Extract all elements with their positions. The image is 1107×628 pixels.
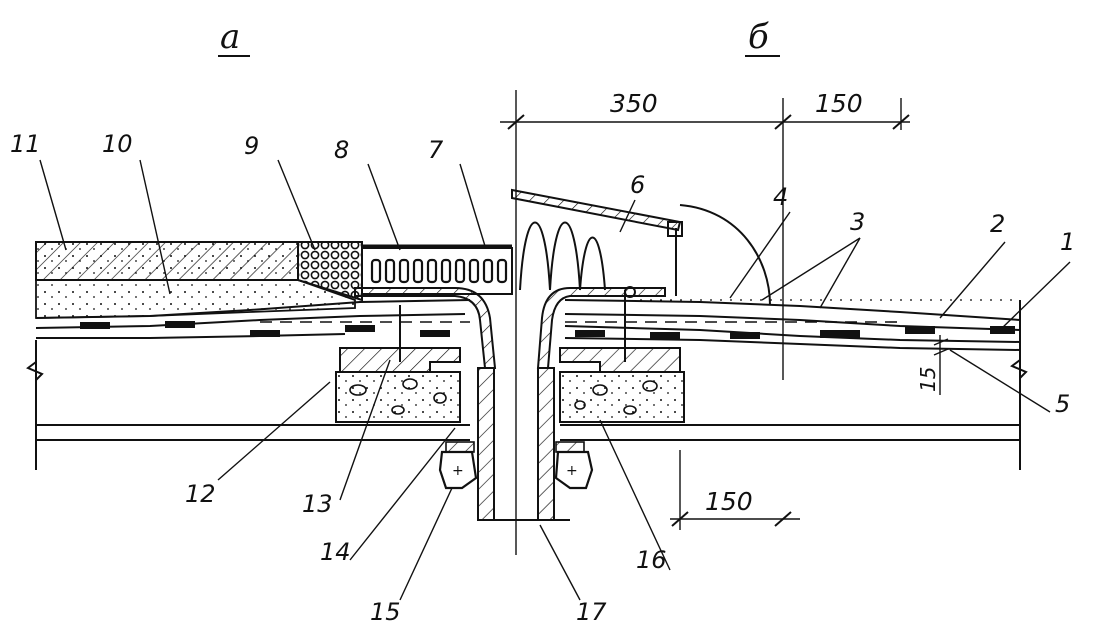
header-b-text: б xyxy=(748,17,769,57)
dim-15: 15 xyxy=(916,367,940,392)
top-dimension: 350 150 xyxy=(500,89,910,380)
label-16: 16 xyxy=(636,546,667,574)
svg-text:+: + xyxy=(566,463,578,479)
callout-labels: 1 2 3 4 5 6 7 8 9 10 11 12 13 14 15 16 1… xyxy=(10,130,1075,626)
label-12: 12 xyxy=(185,480,216,508)
svg-text:+: + xyxy=(452,463,464,479)
label-14: 14 xyxy=(320,538,351,566)
label-6: 6 xyxy=(630,171,645,199)
label-2: 2 xyxy=(990,210,1005,238)
label-5: 5 xyxy=(1055,390,1070,418)
protective-layer-11 xyxy=(35,241,299,281)
bottom-dimension: 150 xyxy=(670,450,800,530)
label-3: 3 xyxy=(850,208,865,236)
label-13: 13 xyxy=(302,490,333,518)
gravel-9 xyxy=(297,241,363,302)
clamp-nut-right: + xyxy=(554,441,594,490)
drain-funnel-body xyxy=(354,287,666,521)
insulation-block-16 xyxy=(559,371,685,423)
vertical-dimension-15: 15 xyxy=(916,335,949,395)
header-a-text: а xyxy=(220,17,240,57)
label-10: 10 xyxy=(102,130,133,158)
concrete-pebbles xyxy=(349,378,658,415)
dim-150-top: 150 xyxy=(815,89,863,118)
section-header-a: а xyxy=(218,17,250,57)
clamp-nut-left: + xyxy=(438,441,478,490)
label-1: 1 xyxy=(1060,228,1075,256)
dim-350: 350 xyxy=(610,89,658,118)
label-9: 9 xyxy=(244,132,259,160)
roof-slab xyxy=(26,300,1028,470)
drain-cap-6 xyxy=(511,188,771,306)
label-8: 8 xyxy=(334,136,349,164)
label-7: 7 xyxy=(428,136,444,164)
label-17: 17 xyxy=(576,598,607,626)
section-header-b: б xyxy=(745,17,780,57)
leader-lines xyxy=(39,159,1071,601)
roof-membrane-layers xyxy=(35,299,1021,351)
dim-150-bottom: 150 xyxy=(705,487,753,516)
grille-8 xyxy=(361,247,513,295)
label-15: 15 xyxy=(370,598,401,626)
label-4: 4 xyxy=(773,183,788,211)
label-11: 11 xyxy=(10,130,41,158)
